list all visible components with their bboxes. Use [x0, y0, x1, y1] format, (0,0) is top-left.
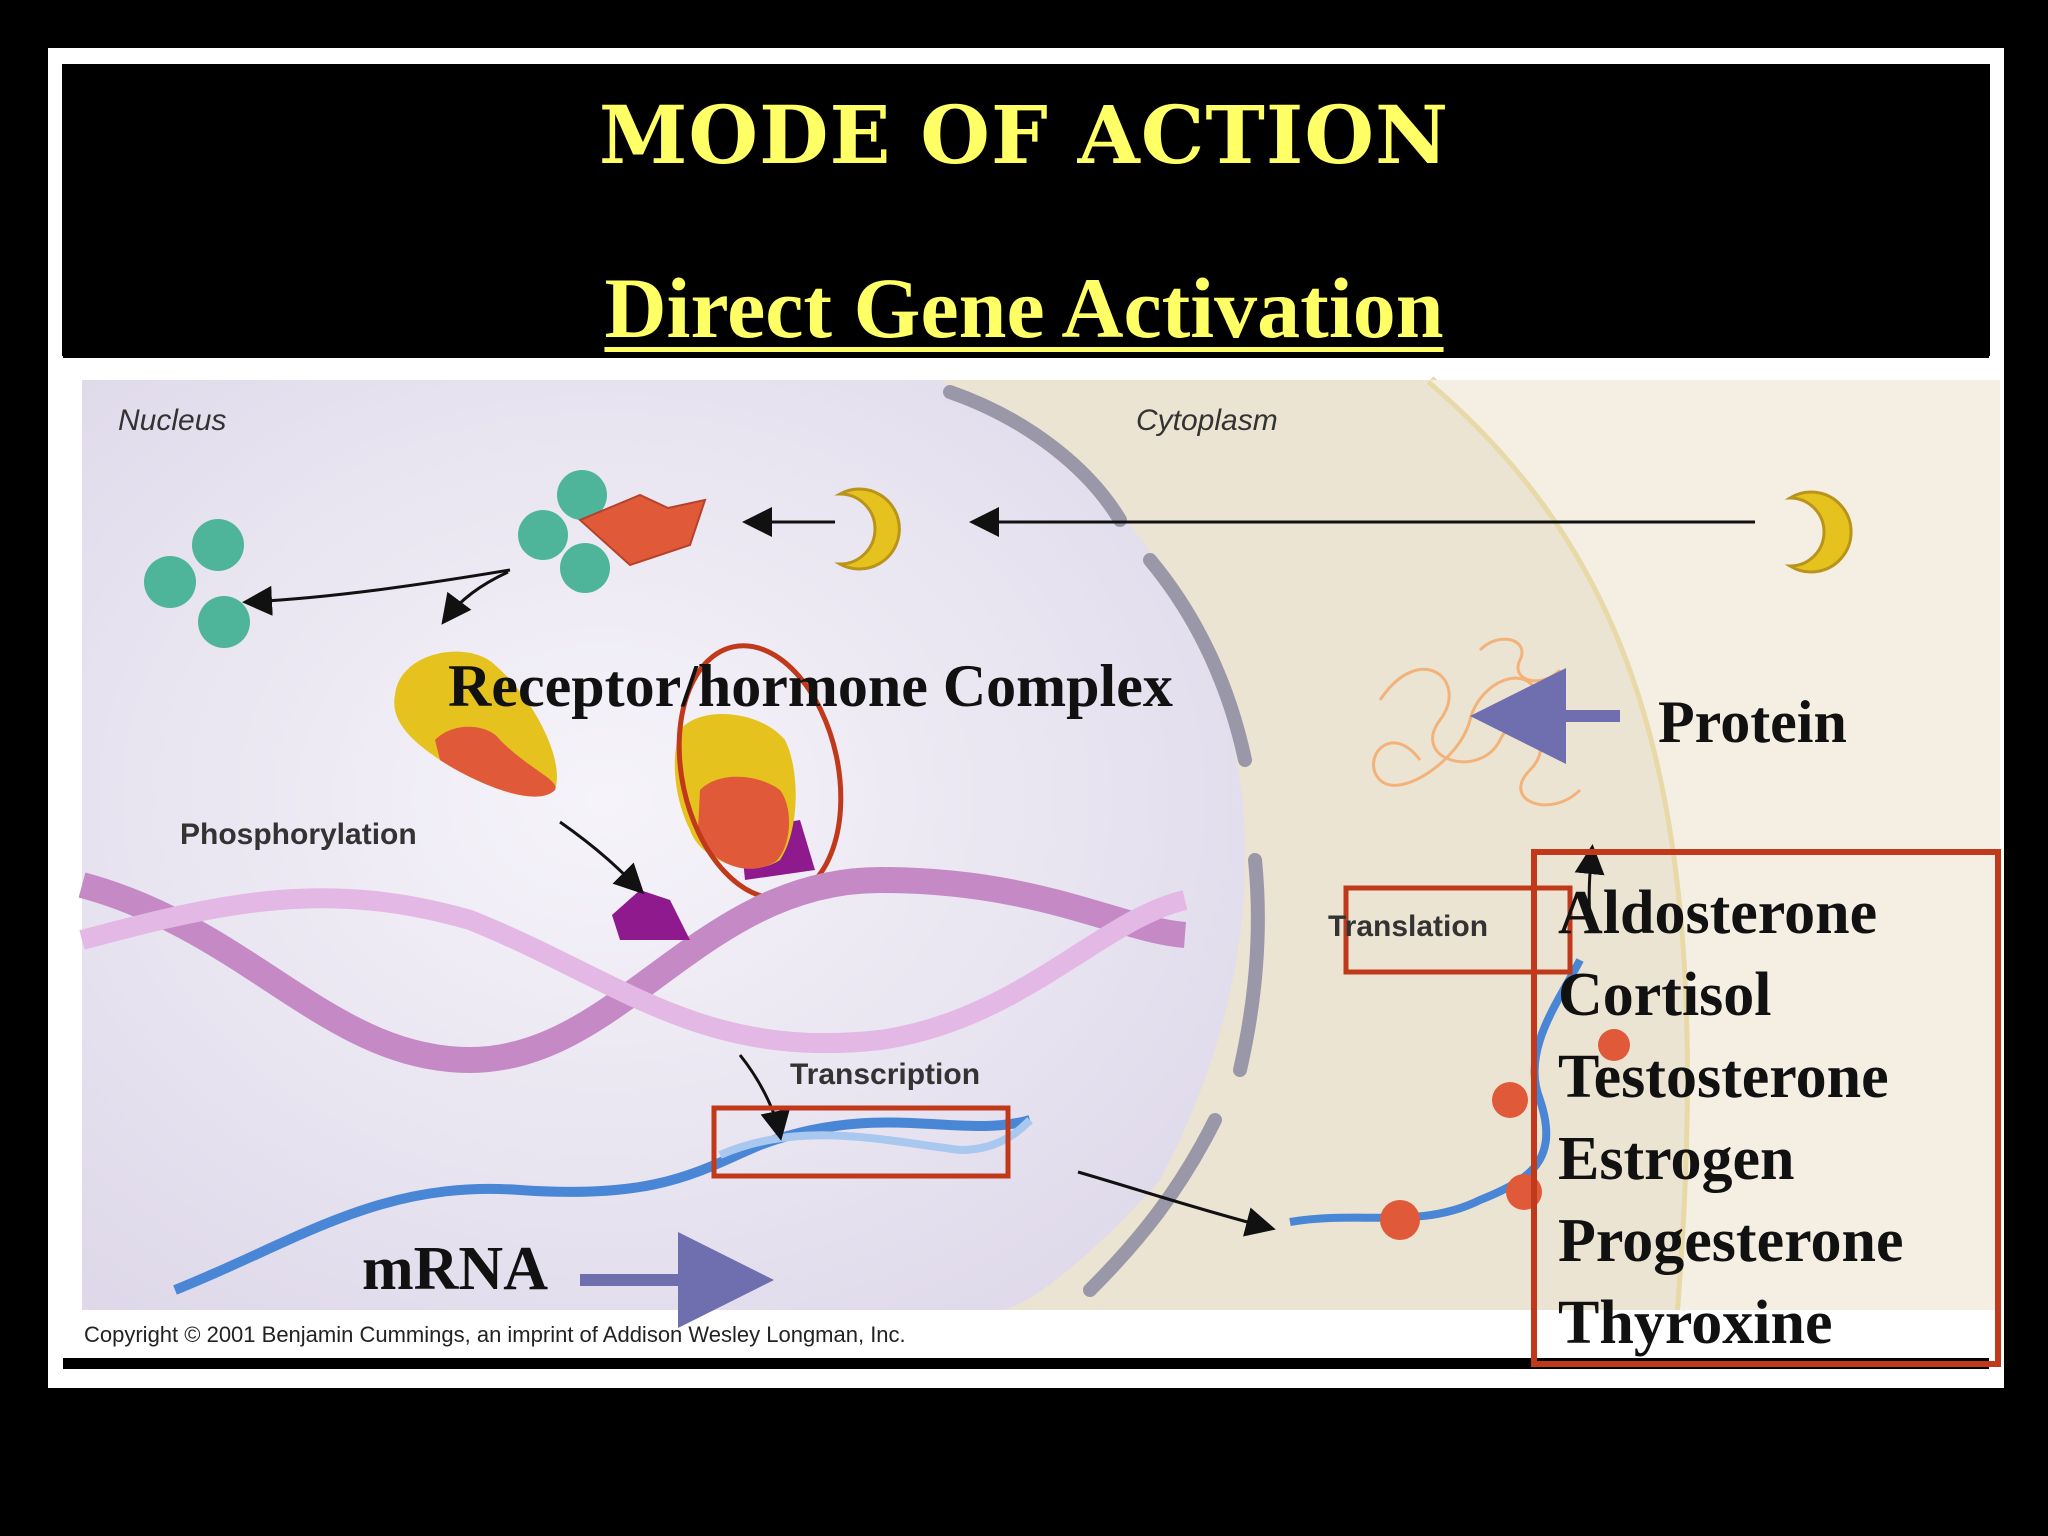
- hormone-molecule-extracellular: [1784, 490, 1853, 574]
- translation-label: Translation: [1328, 910, 1489, 943]
- slide-subtitle: Direct Gene Activation: [604, 260, 1444, 356]
- hormone-item-cortisol: Cortisol: [1558, 961, 1772, 1029]
- mrna-callout: mRNA: [362, 1235, 548, 1303]
- receptor-hormone-complex-dna-bound: [674, 713, 815, 880]
- transcription-arrow: [738, 1054, 790, 1141]
- phosphorylation-arrow: [559, 820, 645, 895]
- hormone-item-aldosterone: Aldosterone: [1558, 879, 1878, 947]
- hormone-item-thyroxine: Thyroxine: [1558, 1289, 1833, 1357]
- hormone-item-estrogen: Estrogen: [1558, 1125, 1795, 1193]
- copyright-notice: Copyright © 2001 Benjamin Cummings, an i…: [84, 1322, 906, 1347]
- hormone-item-testosterone: Testosterone: [1558, 1043, 1889, 1111]
- mrna-export-arrow: [1077, 1170, 1276, 1237]
- chaperone-release-arrow: [242, 568, 511, 616]
- protein-callout: Protein: [1658, 689, 1847, 755]
- cell-membrane: [1426, 376, 1695, 1311]
- receptor-chaperone-complex: [518, 470, 707, 593]
- translation-arrow: [1574, 844, 1605, 926]
- phosphorylation-site: [612, 890, 690, 940]
- transcription-label: Transcription: [790, 1058, 981, 1091]
- released-chaperones: [144, 519, 250, 648]
- nucleus-region: [82, 380, 1246, 1310]
- receptor-complex-callout: Receptor/hormone Complex: [448, 653, 1173, 719]
- dna-double-helix: [78, 866, 1188, 1074]
- slide-header: [62, 64, 1990, 356]
- complex-descent-arrow: [441, 570, 509, 625]
- hormone-item-progesterone: Progesterone: [1558, 1207, 1904, 1275]
- phosphorylation-label: Phosphorylation: [180, 818, 417, 851]
- hormone-molecule-cytoplasm: [839, 487, 901, 571]
- receptor-hormone-complex-left: [394, 651, 557, 797]
- nucleus-label: Nucleus: [118, 404, 227, 437]
- hormone-list-box: [1531, 849, 2001, 1367]
- nuclear-envelope: [943, 385, 1265, 1297]
- hormone-list: Aldosterone Cortisol Testosterone Estrog…: [1558, 872, 1903, 1364]
- cytoplasm-label: Cytoplasm: [1136, 404, 1278, 437]
- transcription-highlight-box: [711, 1105, 1011, 1179]
- extracellular-region: [1430, 380, 2000, 1310]
- slide-title: MODE OF ACTION: [598, 88, 1450, 182]
- translation-highlight-box: [1343, 885, 1573, 975]
